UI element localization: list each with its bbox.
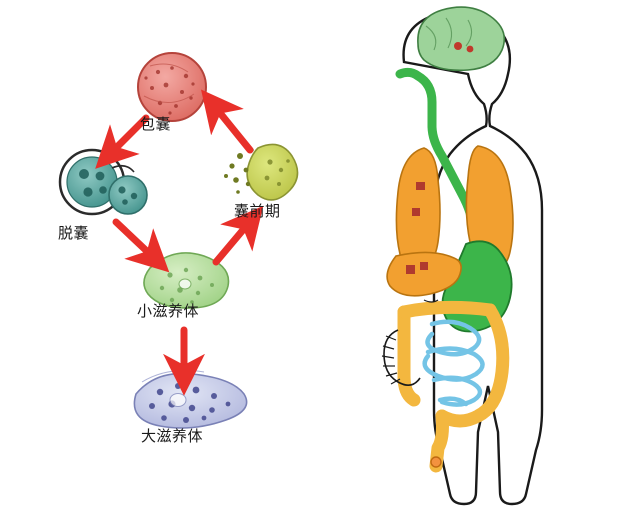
lesion-lung-marks [412,182,425,216]
label-metacyst: 囊前期 [234,202,281,220]
navel [423,299,439,303]
arrow-metacyst-to-cyst [201,89,254,154]
stage-cyst [137,52,207,122]
organ-cecum [381,329,421,386]
lesion-brain-1 [454,42,462,50]
arrow-excystation-to-small-trophozoite [112,218,170,273]
stage-metacyst [224,143,299,201]
human-torso-group [381,6,544,506]
organ-liver [386,251,462,297]
arrow-small-trophozoite-to-metacyst [212,205,264,266]
stage-large-trophozoite [133,369,248,429]
label-excystation: 脱囊 [58,224,90,242]
anus-marker [430,456,442,468]
life-cycle-arrows [95,89,264,396]
organ-large-intestine [397,300,510,473]
arrow-cyst-to-excystation [95,114,150,169]
stage-excystation [58,148,148,216]
lesion-brain-2 [466,45,474,53]
organ-brain [417,6,506,72]
organ-small-intestine [422,319,485,407]
label-small-trophozoite: 小滋养体 [137,302,200,320]
label-cyst: 包囊 [140,115,172,133]
label-large-trophozoite: 大滋养体 [141,427,204,445]
amoeba-life-cycle-group [58,52,299,429]
lesion-liver-marks [406,262,428,274]
